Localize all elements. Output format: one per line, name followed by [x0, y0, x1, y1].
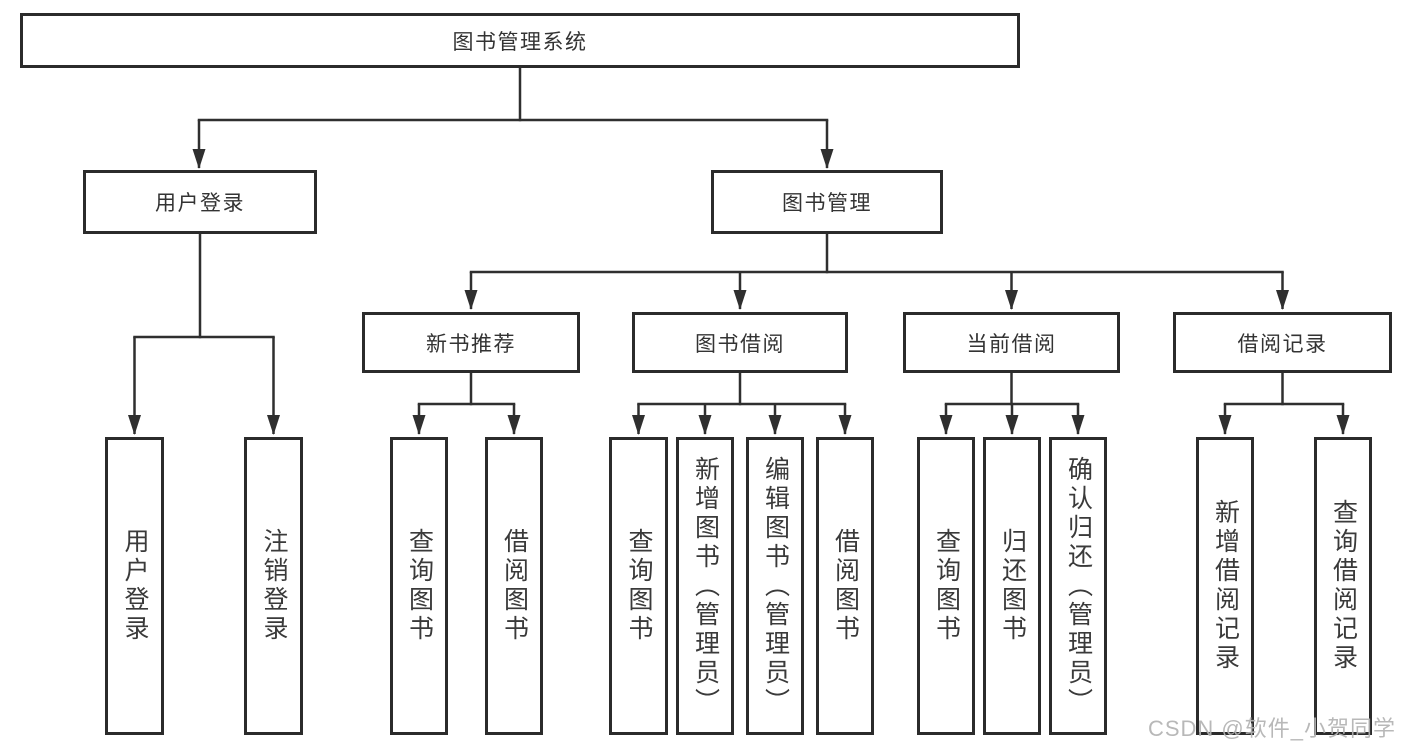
node-library-system: 图书管理系统: [20, 13, 1020, 68]
leaf-add-borrow-record: 新增借阅记录: [1196, 437, 1254, 735]
node-new-book-recommendation: 新书推荐: [362, 312, 580, 373]
leaf-edit-book-admin-label: 编辑图书（管理员）: [761, 455, 790, 717]
leaf-confirm-return-admin-label: 确认归还（管理员）: [1064, 455, 1093, 717]
leaf-borrow-books-recommend-label: 借阅图书: [500, 528, 529, 644]
node-new-book-recommendation-label: 新书推荐: [426, 332, 516, 356]
leaf-return-books-label: 归还图书: [998, 528, 1027, 644]
leaf-add-borrow-record-label: 新增借阅记录: [1211, 499, 1240, 673]
node-book-borrowing: 图书借阅: [632, 312, 848, 373]
leaf-borrow-books: 借阅图书: [816, 437, 874, 735]
leaf-edit-book-admin: 编辑图书（管理员）: [746, 437, 804, 735]
node-book-management: 图书管理: [711, 170, 943, 234]
connector-book-management-to-level3: [464, 234, 1289, 310]
node-book-management-label: 图书管理: [782, 192, 872, 215]
node-current-borrowing-label: 当前借阅: [966, 332, 1057, 356]
connector-book-borrowing-to-leaves: [632, 373, 852, 435]
node-user-login: 用户登录: [83, 170, 317, 234]
connector-borrowing-records-to-leaves: [1218, 373, 1350, 435]
leaf-return-books: 归还图书: [983, 437, 1041, 735]
leaf-borrow-books-label: 借阅图书: [831, 528, 860, 644]
leaf-query-books-borrow: 查询图书: [609, 437, 668, 735]
leaf-query-borrow-record-label: 查询借阅记录: [1329, 499, 1358, 673]
leaf-query-books-current: 查询图书: [917, 437, 975, 735]
node-borrowing-records: 借阅记录: [1173, 312, 1392, 373]
leaf-borrow-books-recommend: 借阅图书: [485, 437, 543, 735]
leaf-query-borrow-record: 查询借阅记录: [1314, 437, 1372, 735]
node-book-borrowing-label: 图书借阅: [695, 332, 785, 356]
leaf-user-login-label: 用户登录: [121, 528, 149, 644]
node-library-system-label: 图书管理系统: [452, 30, 588, 54]
leaf-logout: 注销登录: [244, 437, 303, 735]
leaf-query-books-recommend: 查询图书: [390, 437, 448, 735]
leaf-add-book-admin-label: 新增图书（管理员）: [691, 455, 720, 717]
leaf-logout-label: 注销登录: [260, 528, 288, 644]
connector-current-borrowing-to-leaves: [939, 373, 1085, 435]
leaf-query-books-recommend-label: 查询图书: [405, 528, 434, 644]
leaf-add-book-admin: 新增图书（管理员）: [676, 437, 734, 735]
leaf-query-books-current-label: 查询图书: [932, 528, 961, 644]
node-current-borrowing: 当前借阅: [903, 312, 1120, 373]
csdn-watermark: CSDN @软件_小贺同学: [1147, 716, 1396, 741]
leaf-confirm-return-admin: 确认归还（管理员）: [1049, 437, 1107, 735]
leaf-query-books-borrow-label: 查询图书: [625, 528, 653, 644]
node-user-login-label: 用户登录: [155, 192, 245, 215]
leaf-user-login: 用户登录: [105, 437, 164, 735]
connector-user-login-to-leaves: [128, 234, 280, 435]
connector-root-to-level2: [192, 68, 834, 169]
connector-new-book-recommendation-to-leaves: [412, 373, 521, 435]
node-borrowing-records-label: 借阅记录: [1237, 332, 1328, 356]
